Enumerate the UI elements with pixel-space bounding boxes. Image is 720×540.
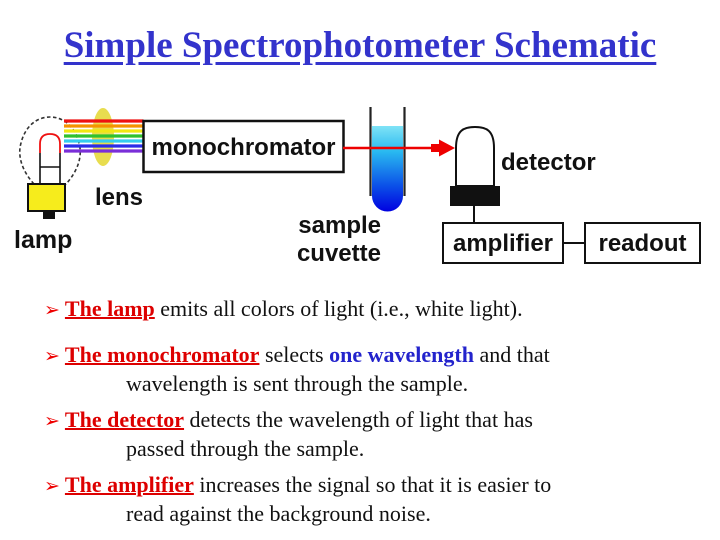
beam-arrowhead: [431, 139, 455, 157]
sample-cuvette-label-line2: cuvette: [297, 240, 381, 267]
amplifier-box: [442, 222, 564, 264]
bullet-text-wrapped: passed through the sample.: [126, 436, 365, 461]
bullet-lamp: ➢The lamp emits all colors of light (i.e…: [44, 295, 694, 324]
bullet-arrow-icon: ➢: [44, 345, 60, 367]
monochromator-label: monochromator: [151, 134, 335, 161]
detector-base: [450, 186, 500, 206]
sample-cuvette-label-line1: sample: [298, 212, 381, 239]
lens-label: lens: [95, 184, 143, 211]
lamp-filament-icon: [39, 133, 61, 153]
bullet-arrow-icon: ➢: [44, 475, 60, 497]
bullet-lead: The lamp: [64, 296, 155, 321]
monochromator-box: [142, 119, 345, 174]
bullet-monochromator: ➢The monochromator selects one wavelengt…: [44, 341, 694, 397]
readout-box: [584, 222, 701, 264]
page-title: Simple Spectrophotometer Schematic: [63, 25, 657, 66]
lamp-label: lamp: [14, 226, 72, 254]
bullet-amplifier: ➢The amplifier increases the signal so t…: [44, 471, 694, 527]
lamp-contact: [43, 211, 55, 219]
bullet-text: detects the wavelength of light that has: [184, 407, 533, 432]
spectrophotometer-diagram: monochromator amplifier readout lamp len…: [14, 107, 701, 267]
bullet-detector: ➢The detector detects the wavelength of …: [44, 406, 694, 462]
cuvette-liquid: [372, 126, 403, 212]
bullet-lead: The monochromator: [64, 342, 260, 367]
bullet-text: increases the signal so that it is easie…: [193, 472, 552, 497]
bullet-text: and that: [473, 342, 550, 367]
readout-label: readout: [598, 230, 686, 257]
bullet-highlight: one wavelength: [329, 342, 474, 367]
bullet-text: selects: [259, 342, 330, 367]
bullet-text: emits all colors of light (i.e., white l…: [154, 296, 523, 321]
amplifier-label: amplifier: [453, 230, 553, 257]
lamp-bulb-outline: [18, 116, 82, 185]
detector-dome: [455, 125, 495, 187]
detector-label: detector: [501, 149, 596, 176]
bullet-text-wrapped: read against the background noise.: [126, 501, 431, 526]
bullet-arrow-icon: ➢: [44, 410, 60, 432]
bullet-lead: The amplifier: [64, 472, 194, 497]
bullet-arrow-icon: ➢: [44, 299, 60, 321]
bullet-lead: The detector: [64, 407, 185, 432]
lamp-base: [27, 183, 66, 212]
bullet-text-wrapped: wavelength is sent through the sample.: [126, 371, 469, 396]
